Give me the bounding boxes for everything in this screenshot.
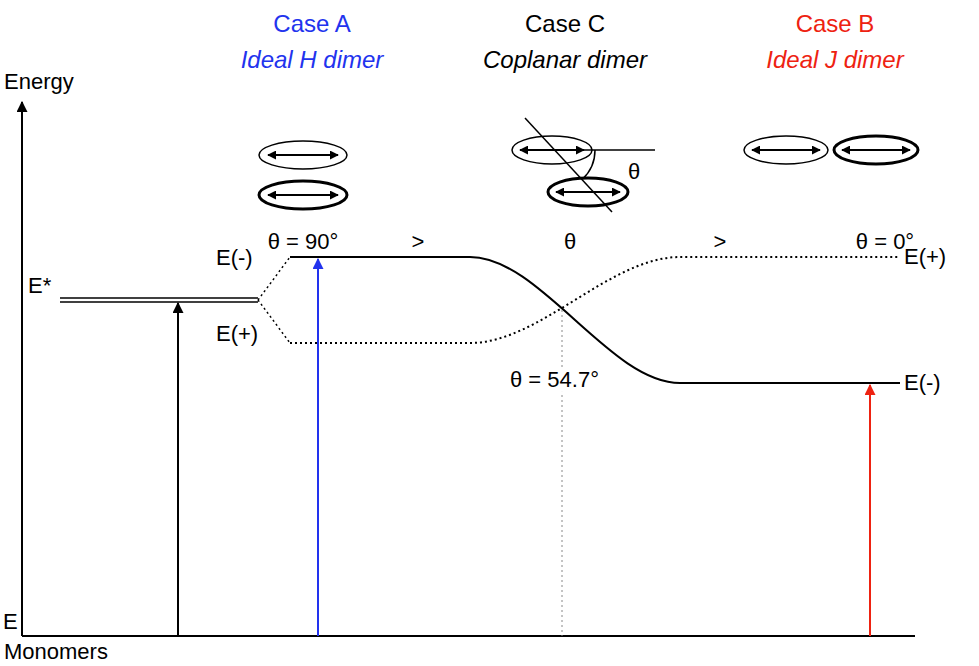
monomer-ellipse xyxy=(548,178,628,206)
j-dimer-transition-arrow xyxy=(869,385,871,636)
splitting-line xyxy=(258,257,290,300)
j-dimer-illustration xyxy=(744,136,918,164)
monomer-ellipse xyxy=(744,136,828,164)
case-heading: Case C xyxy=(525,11,605,37)
angle-value: θ xyxy=(564,230,576,254)
case-heading: Case A xyxy=(273,11,350,37)
case-subtitle: Ideal H dimer xyxy=(241,47,384,73)
crossing-angle-label: θ = 54.7° xyxy=(508,368,601,392)
level-label: E* xyxy=(28,274,51,298)
monomer-ellipse xyxy=(259,181,347,209)
h-dimer-illustration xyxy=(259,141,347,209)
axis-label: Energy xyxy=(4,70,74,94)
splitting-line xyxy=(258,300,290,343)
monomer-ellipse xyxy=(512,136,592,164)
angle-arc xyxy=(582,150,595,179)
case-subtitle: Ideal J dimer xyxy=(766,47,903,73)
energy-axis xyxy=(21,102,23,636)
level-label: E(+) xyxy=(904,245,946,269)
coplanar-dimer-illustration xyxy=(512,118,655,212)
level-label: E(+) xyxy=(216,322,258,346)
level-label: E(-) xyxy=(216,246,253,270)
transition-dipole-arrow xyxy=(268,194,338,196)
transition-dipole-arrow xyxy=(842,149,910,151)
ground-level-line xyxy=(22,635,915,637)
axis-caption: Monomers xyxy=(4,640,108,664)
angle-symbol: θ xyxy=(628,160,640,184)
transition-dipole-arrow xyxy=(520,149,584,151)
h-dimer-transition-arrow xyxy=(317,259,319,636)
center-axis-line xyxy=(525,118,612,212)
monomer-excited-level xyxy=(60,301,258,303)
monomer-ellipse xyxy=(834,136,918,164)
transition-dipole-arrow xyxy=(752,149,820,151)
case-subtitle: Coplanar dimer xyxy=(483,47,647,73)
e-plus-level-curve xyxy=(290,257,898,343)
case-heading: Case B xyxy=(796,11,875,37)
ground-level-label: E xyxy=(3,610,18,634)
angle-value: θ = 90° xyxy=(268,230,339,254)
monomer-transition-arrow xyxy=(177,303,179,636)
transition-dipole-arrow xyxy=(556,191,620,193)
crossing-drop-line xyxy=(562,310,563,636)
transition-dipole-arrow xyxy=(268,154,338,156)
e-minus-level-curve xyxy=(290,257,900,383)
comparison-sign: > xyxy=(412,230,425,254)
monomer-excited-level xyxy=(60,297,258,299)
level-label: E(-) xyxy=(904,371,941,395)
monomer-ellipse xyxy=(259,141,347,169)
comparison-sign: > xyxy=(714,230,727,254)
